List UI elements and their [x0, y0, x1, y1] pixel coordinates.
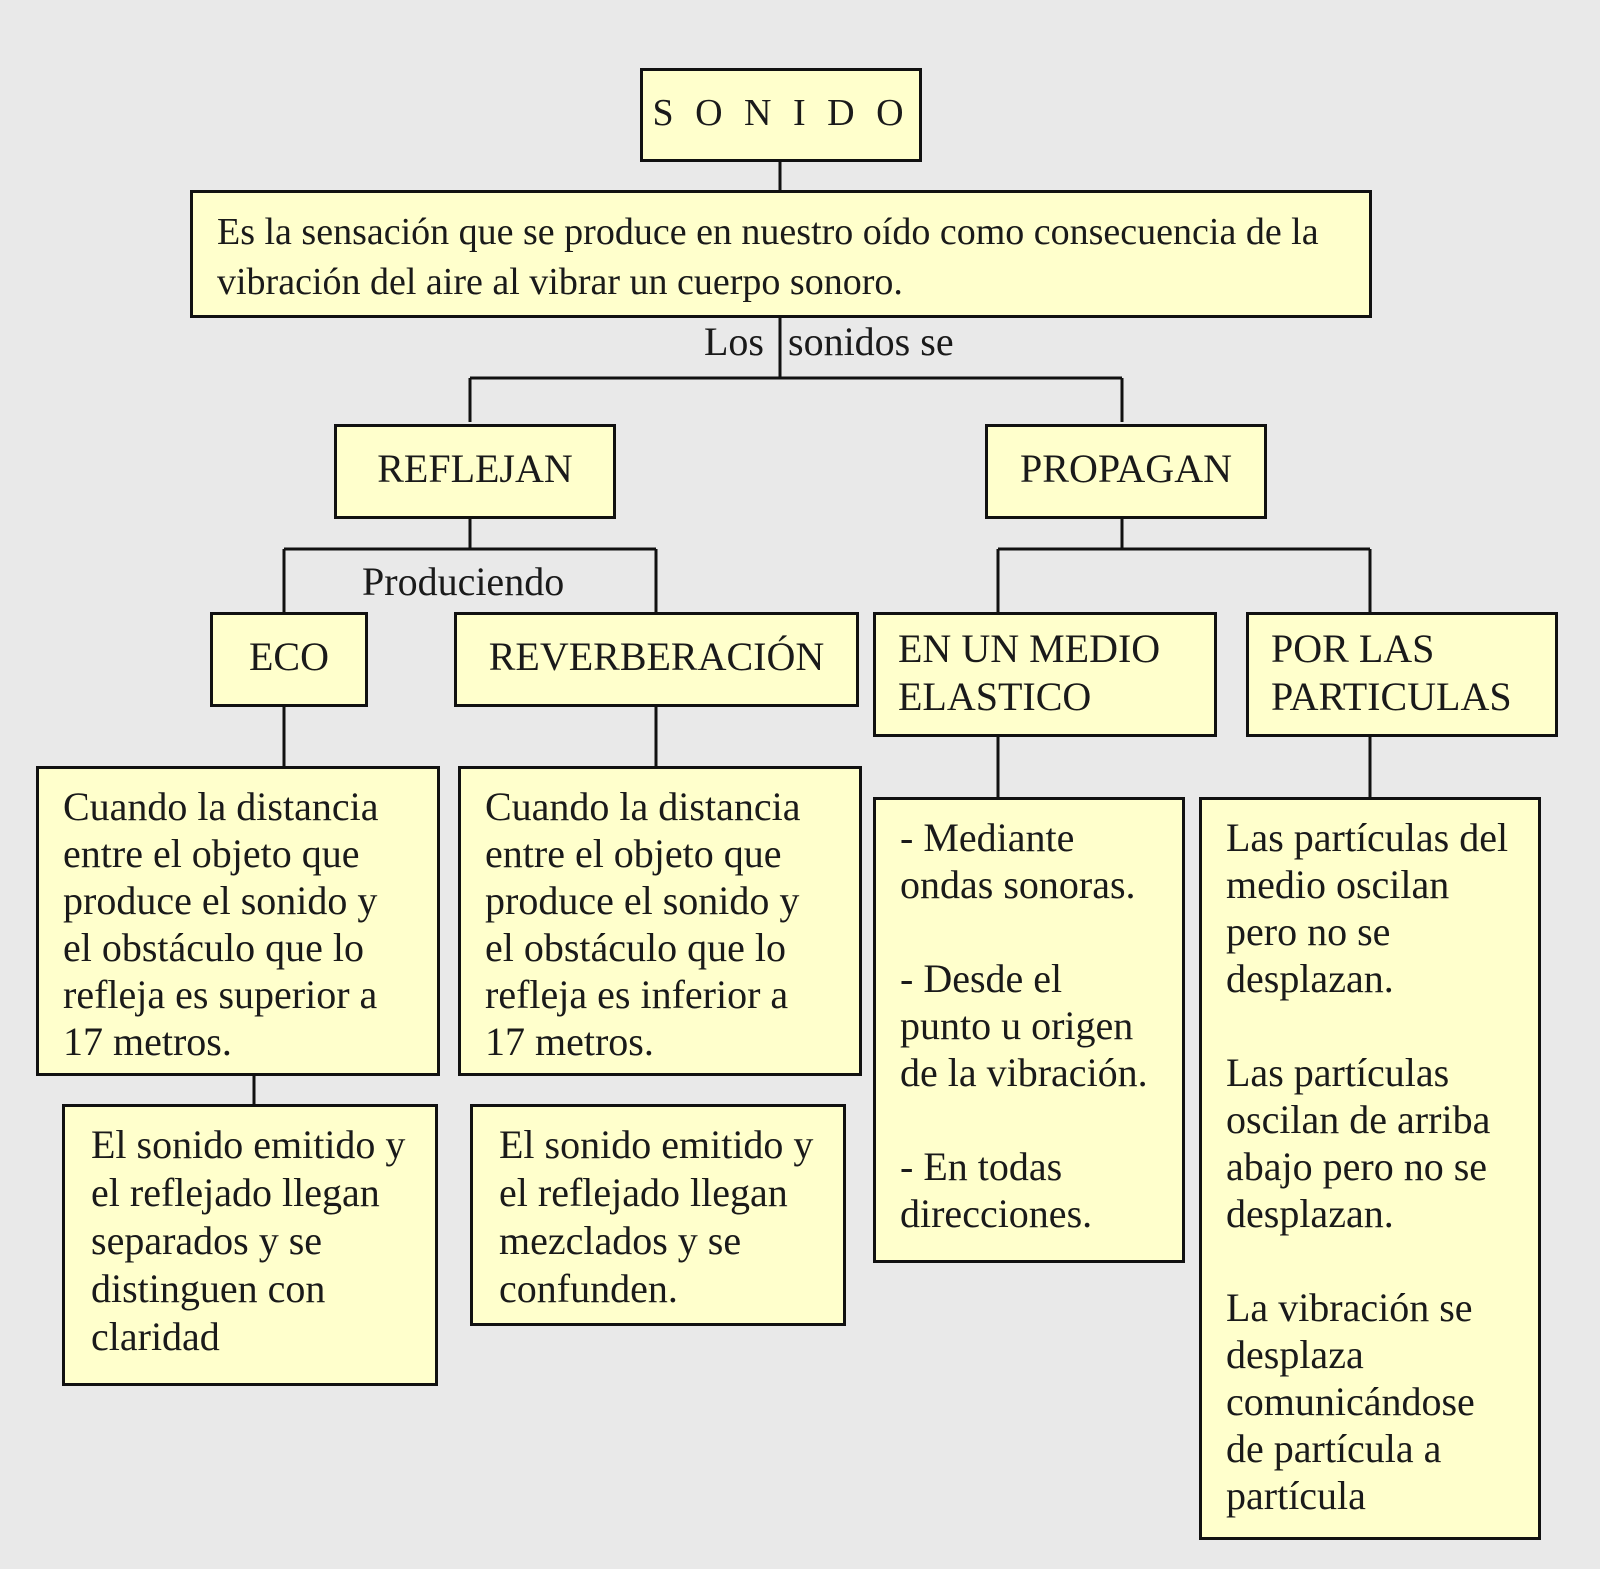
medio-elastico-box: EN UN MEDIO ELASTICO	[873, 612, 1217, 737]
propagan-box: PROPAGAN	[985, 424, 1267, 519]
reflejan-box: REFLEJAN	[334, 424, 616, 519]
eco-condition-box: Cuando la distancia entre el objeto que …	[36, 766, 440, 1076]
definition-box: Es la sensación que se produce en nuestr…	[190, 190, 1372, 318]
connector-label-produciendo: Produciendo	[362, 559, 565, 604]
reverb-condition-box: Cuando la distancia entre el objeto que …	[458, 766, 862, 1076]
eco-result-box: El sonido emitido y el reflejado llegan …	[62, 1104, 438, 1386]
title-box: S O N I D O	[640, 68, 922, 162]
connector-label-sonidos-se: sonidos se	[788, 319, 954, 364]
medio-details-box: - Mediante ondas sonoras. - Desde el pun…	[873, 797, 1185, 1263]
particulas-details-box: Las partículas del medio oscilan pero no…	[1199, 797, 1541, 1540]
connector-label-los: Los	[704, 319, 764, 364]
reverberacion-box: REVERBERACIÓN	[454, 612, 859, 707]
por-particulas-box: POR LAS PARTICULAS	[1246, 612, 1558, 737]
eco-box: ECO	[210, 612, 368, 707]
reverb-result-box: El sonido emitido y el reflejado llegan …	[470, 1104, 846, 1326]
